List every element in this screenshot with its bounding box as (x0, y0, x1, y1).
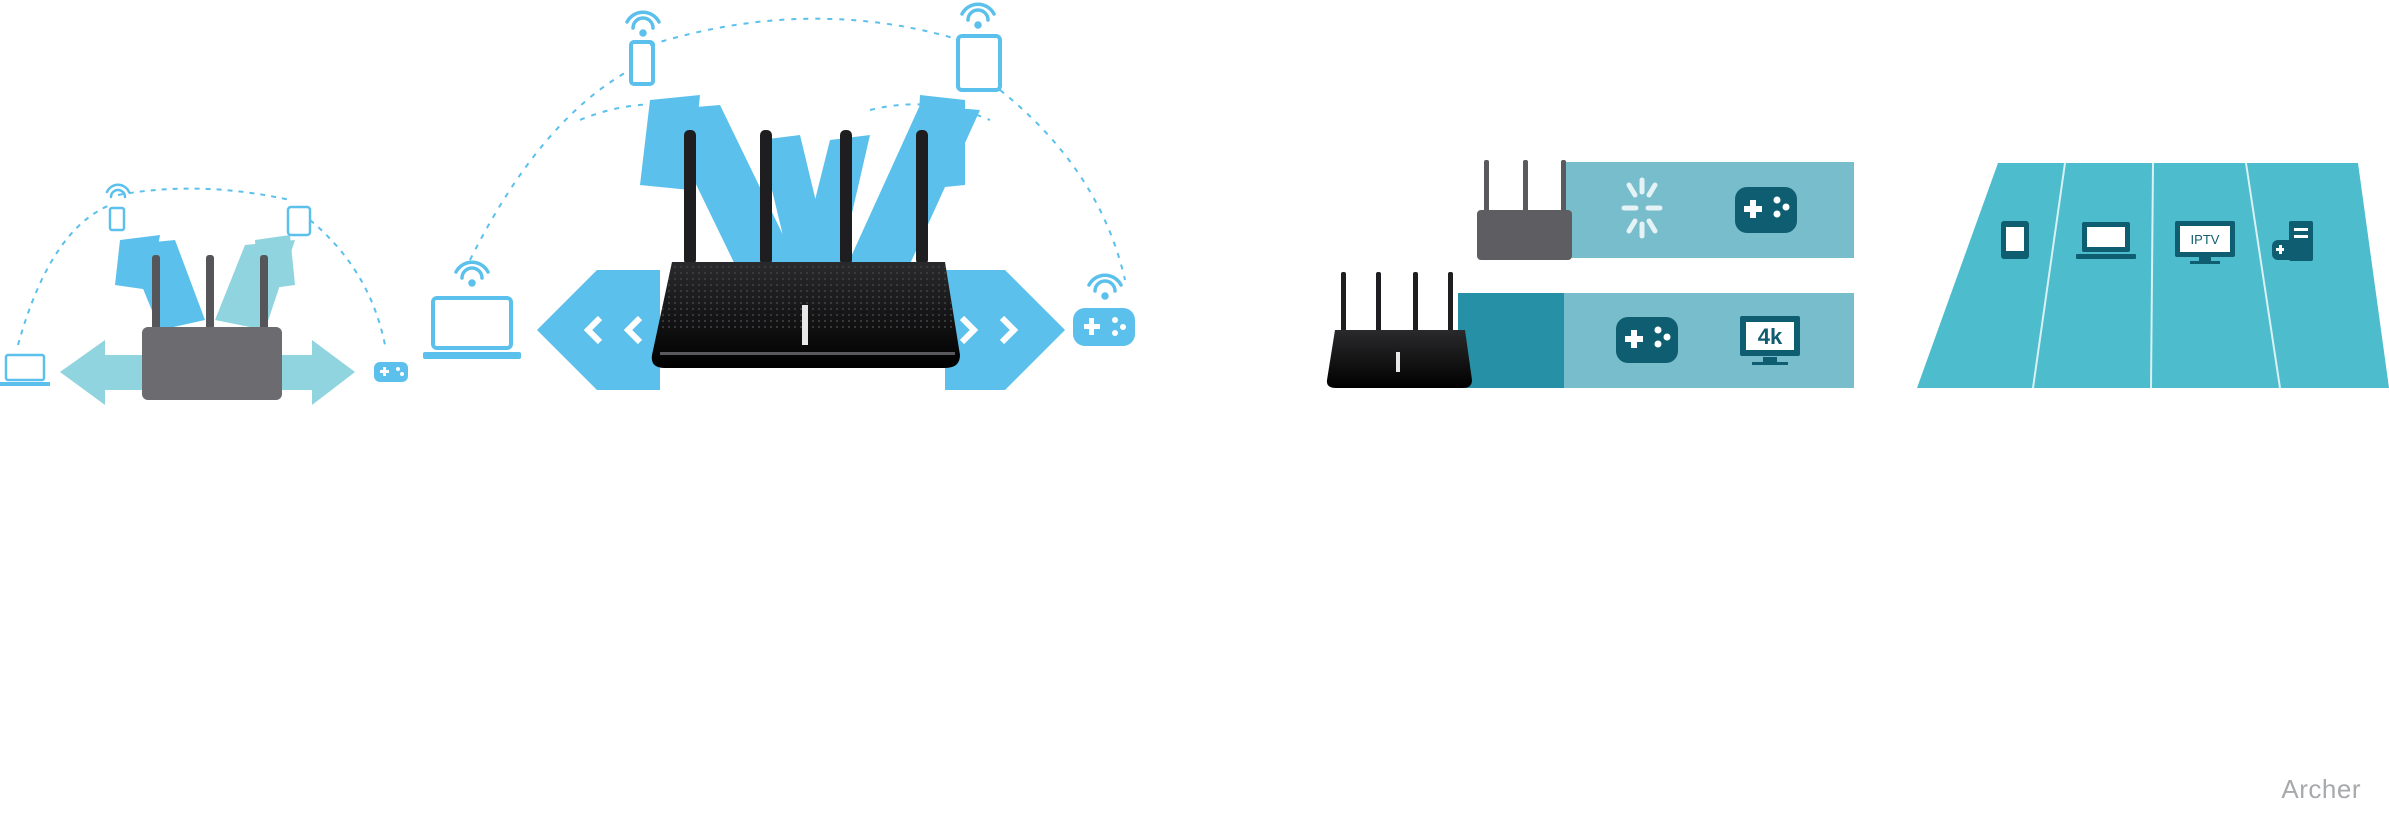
lower-bandwidth-bar (1564, 293, 1854, 388)
router-icon (1477, 160, 1572, 260)
beamforming-small-panel (0, 185, 408, 405)
tv-label: IPTV (2191, 232, 2220, 247)
wide-coverage-panel: IPTV (1917, 163, 2389, 388)
signal-arcs (18, 189, 385, 345)
router-icon (142, 327, 282, 400)
laptop-icon (0, 355, 50, 386)
beamforming-large-panel (423, 4, 1135, 390)
tablet-icon (958, 36, 1000, 90)
router-icon (652, 262, 960, 368)
phone-icon (110, 208, 124, 230)
qos-compare-panel: 4k (1327, 160, 1854, 388)
router-icon (1327, 272, 1472, 388)
priority-bandwidth-bar (1458, 293, 1564, 388)
gamepad-icon (1616, 317, 1678, 363)
wifi-icon (107, 185, 129, 197)
wifi-icon (1089, 275, 1121, 298)
gamepad-icon (2272, 240, 2298, 260)
wifi-icon (962, 4, 994, 27)
upper-bandwidth-bar (1562, 162, 1854, 258)
laptop-icon (423, 298, 521, 359)
phone-icon (631, 42, 653, 84)
wifi-icon (456, 262, 488, 285)
brand-wordmark: Archer (2281, 774, 2361, 805)
tablet-icon (288, 207, 310, 235)
gamepad-icon (374, 362, 408, 382)
gamepad-icon (1735, 187, 1797, 233)
wifi-icon (627, 12, 659, 35)
tv-resolution-label: 4k (1758, 324, 1783, 349)
gamepad-icon (1073, 308, 1135, 346)
